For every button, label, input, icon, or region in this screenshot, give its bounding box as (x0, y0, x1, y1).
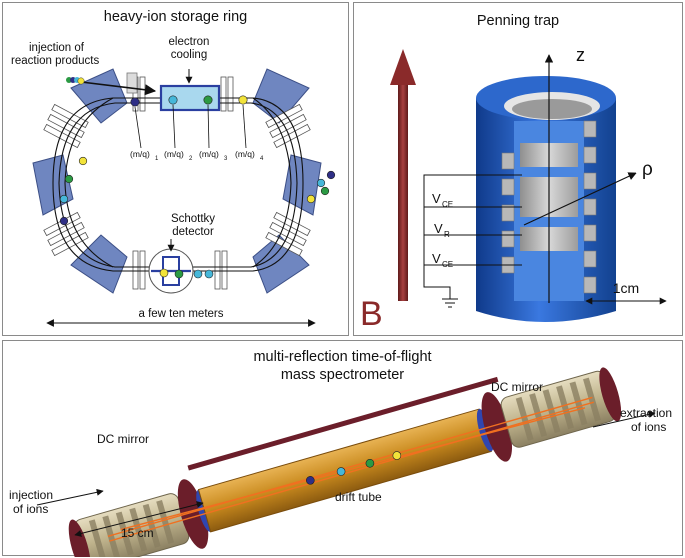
support-rod (187, 376, 499, 471)
ion-3 (203, 95, 213, 105)
ion-right-3 (320, 186, 330, 196)
mrtof-ion-4 (392, 451, 402, 460)
ion-right-1 (326, 170, 336, 180)
b-field-label: B (360, 295, 383, 333)
storage-ring-title: heavy-ion storage ring (103, 9, 248, 25)
ion-left-2 (64, 174, 74, 184)
ion-left-3 (59, 194, 69, 204)
electron-cooling-label-2: cooling (171, 49, 207, 61)
vce-bottom-sub: CE (442, 260, 453, 269)
trap-scale-label: 1cm (613, 280, 639, 296)
mrtof-scale-bar (74, 501, 204, 537)
schottky-ion-1 (159, 268, 169, 278)
z-axis-label: z (576, 45, 585, 65)
vce-bottom-label: V (432, 251, 441, 266)
mq-label-3: (m/q) (199, 149, 219, 159)
quad-bottom-3 (214, 250, 221, 290)
ion-orbits (52, 97, 304, 272)
quad-bottom-4 (221, 250, 228, 290)
flange-right (481, 392, 513, 462)
mrtof-panel: multi-reflection time-of-flight mass spe… (2, 340, 683, 557)
ion-left-4 (59, 216, 69, 226)
dc-mirror-right (500, 367, 622, 448)
penning-trap-panel: Penning trap (353, 2, 683, 336)
injected-ion-bunch (66, 77, 85, 85)
injection-arrow (72, 80, 157, 96)
quad-bottom-2 (139, 250, 146, 290)
ion-4 (238, 95, 248, 105)
vce-top-label: V (432, 191, 441, 206)
mq-label-2: (m/q) (164, 149, 184, 159)
dipole-magnet-top-right (252, 68, 310, 124)
mrtof-ion-3 (365, 458, 375, 468)
schottky-ion-2 (174, 269, 184, 279)
b-field-arrowhead (390, 49, 416, 85)
electron-cooling-label-1: electron (169, 36, 210, 48)
dipole-magnet-top-left (70, 68, 128, 124)
rho-axis (523, 172, 637, 226)
mq-sub-1: 1 (155, 156, 159, 162)
mrtof-title-1: multi-reflection time-of-flight (253, 349, 432, 365)
septum-magnet (126, 72, 138, 94)
mrtof-diagram: DC mirror DC mirror injection of ions ex… (9, 367, 672, 557)
vr-sub: R (444, 230, 450, 239)
ion-right-4 (306, 194, 316, 204)
penning-trap-body (476, 76, 616, 322)
injection-label-1: injection (9, 488, 53, 502)
mrtof-ion-1 (306, 476, 315, 485)
storage-ring-panel: heavy-ion storage ring (2, 2, 349, 336)
quad-top-3 (220, 76, 227, 112)
ion-2 (168, 95, 178, 105)
ion-left-1 (78, 156, 88, 166)
mq-label-1: (m/q) (130, 149, 150, 159)
penning-trap-title: Penning trap (476, 13, 560, 29)
ion-1 (130, 97, 140, 107)
storage-ring-diagram: injection of reaction products electron … (11, 36, 336, 327)
injection-label-2: reaction products (11, 55, 99, 67)
schottky-ion-3 (193, 269, 203, 279)
quadrupole-upper-left (43, 103, 89, 149)
ion-right-2 (316, 178, 326, 188)
vce-top-sub: CE (442, 200, 453, 209)
mrtof-ion-2 (336, 467, 346, 476)
ring-scale-label: a few ten meters (138, 308, 223, 320)
dc-mirror-left-label: DC mirror (97, 432, 149, 446)
quad-bottom-1 (132, 250, 139, 290)
dipole-magnet-bottom-left (70, 234, 128, 294)
quad-top-4 (227, 76, 234, 112)
injection-label-1: injection of (29, 42, 85, 54)
mq-sub-2: 2 (189, 156, 193, 162)
extraction-arrow (592, 410, 656, 428)
vr-label: V (434, 221, 443, 236)
mq-sub-4: 4 (260, 156, 264, 162)
mq-sub-3: 3 (224, 156, 228, 162)
b-field-shaft (398, 81, 408, 301)
mrtof-title-2: mass spectrometer (280, 367, 405, 383)
quadrupole-upper-right (265, 103, 311, 149)
injection-arrow (36, 488, 104, 506)
schottky-label-2: detector (172, 226, 214, 238)
extraction-label-2: of ions (631, 420, 666, 434)
voltage-circuit (423, 174, 522, 308)
schottky-ion-4 (204, 269, 214, 279)
drift-tube-label: drift tube (335, 490, 382, 504)
extraction-label-1: extraction (620, 406, 672, 420)
injection-label-2: of ions (13, 502, 48, 516)
dc-mirror-right-label: DC mirror (491, 380, 543, 394)
dipole-magnet-bottom-right (252, 234, 310, 294)
rho-axis-label: ρ (642, 159, 653, 180)
mrtof-scale-label: 15 cm (121, 526, 154, 540)
quad-top-2 (139, 76, 146, 112)
penning-trap-diagram: z ρ B V CE V R V CE 1cm (360, 45, 667, 333)
mq-label-4: (m/q) (235, 149, 255, 159)
schottky-label-1: Schottky (171, 213, 215, 225)
